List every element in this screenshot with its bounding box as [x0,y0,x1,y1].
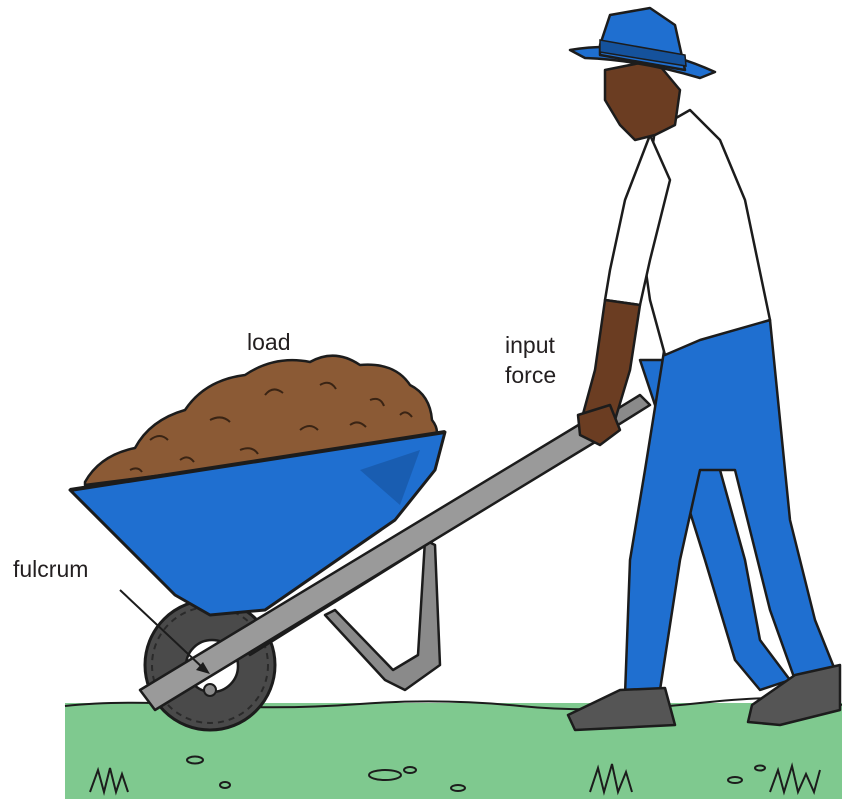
fulcrum-label: fulcrum [13,554,88,584]
head [605,60,680,140]
shirt [640,110,770,355]
input-force-label: input force [505,330,556,390]
input-force-label-line1: input [505,330,556,360]
axle [204,684,216,696]
front-boot [568,688,675,730]
man [568,8,840,730]
load-label: load [247,327,290,357]
input-force-label-line2: force [505,360,556,390]
